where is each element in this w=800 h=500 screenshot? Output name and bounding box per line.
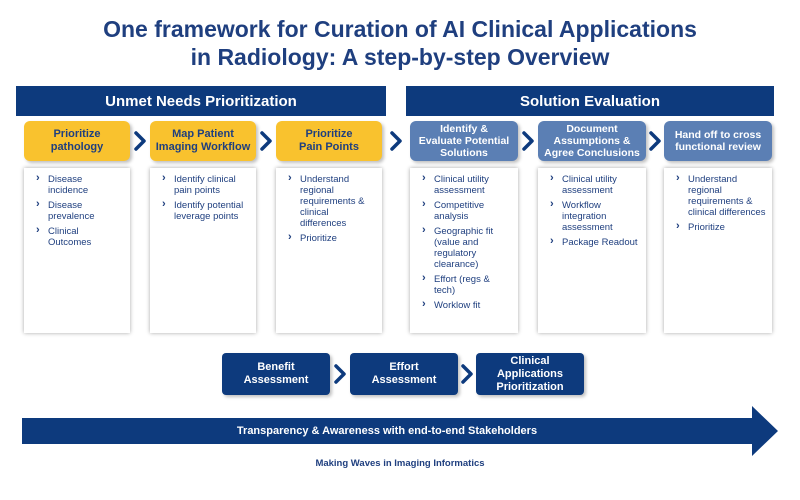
bullet-list: Clinical utility assessment Competitive … <box>410 168 518 311</box>
list-item: Disease prevalence <box>36 199 124 222</box>
card-prioritize-pain-points: Understand regional requirements & clini… <box>276 168 382 333</box>
list-item: Identify potential leverage points <box>162 199 250 222</box>
page-title-line-1: One framework for Curation of AI Clinica… <box>103 16 697 42</box>
arrow-label: Transparency & Awareness with end-to-end… <box>236 425 538 437</box>
chevron-right-icon <box>133 130 147 152</box>
list-item: Clinical utility assessment <box>550 173 640 196</box>
list-item: Understand regional requirements & clini… <box>288 173 376 229</box>
step-label-line: Assessment <box>243 374 309 386</box>
list-item: Geographic fit (value and regulatory cle… <box>422 225 512 270</box>
footer-text: Making Waves in Imaging Informatics <box>315 458 485 469</box>
card-document-assumptions: Clinical utility assessment Workflow int… <box>538 168 646 333</box>
step-label-line: Map Patient <box>172 128 234 140</box>
bullet-list: Identify clinical pain points Identify p… <box>150 168 256 222</box>
bullet-list: Understand regional requirements & clini… <box>664 168 772 233</box>
step-label-line: Identify & <box>440 123 488 135</box>
step-label-line: Benefit <box>257 361 295 373</box>
step-label-line: Assumptions & <box>553 135 631 147</box>
chevron-right-icon <box>460 362 474 386</box>
step-label-line: Prioritization <box>496 380 564 393</box>
step-label-line: Pain Points <box>299 141 359 153</box>
card-identify-evaluate-solutions: Clinical utility assessment Competitive … <box>410 168 518 333</box>
list-item: Clinical utility assessment <box>422 173 512 196</box>
bullet-list: Clinical utility assessment Workflow int… <box>538 168 646 248</box>
step-label-line: Solutions <box>440 147 488 159</box>
list-item: Worklow fit <box>422 299 512 311</box>
chevron-right-icon <box>521 130 535 152</box>
banner-unmet-needs: Unmet Needs Prioritization <box>16 86 386 116</box>
step-label-line: Applications <box>496 367 563 380</box>
page-title-line-2: in Radiology: A step-by-step Overview <box>190 44 610 70</box>
list-item: Workflow integration assessment <box>550 199 640 233</box>
step-label-line: Agree Conclusions <box>544 147 640 159</box>
step-label-line: pathology <box>50 141 104 153</box>
list-item: Effort (regs & tech) <box>422 273 512 296</box>
step-label-line: Evaluate Potential <box>418 135 510 147</box>
bullet-list: Disease incidence Disease prevalence Cli… <box>24 168 130 248</box>
list-item: Disease incidence <box>36 173 124 196</box>
list-item: Clinical Outcomes <box>36 225 124 248</box>
list-item: Identify clinical pain points <box>162 173 250 196</box>
bullet-list: Understand regional requirements & clini… <box>276 168 382 244</box>
step-label-line: functional review <box>675 141 761 153</box>
step-label-line: Prioritize <box>53 128 101 140</box>
step-label-line: Imaging Workflow <box>155 141 251 153</box>
card-hand-off-review: Understand regional requirements & clini… <box>664 168 772 333</box>
step-label-line: Clinical <box>510 354 550 367</box>
chevron-right-icon <box>333 362 347 386</box>
banner-solution-evaluation: Solution Evaluation <box>406 86 774 116</box>
list-item: Understand regional requirements & clini… <box>676 173 766 218</box>
step-label-line: Effort <box>389 361 419 373</box>
list-item: Competitive analysis <box>422 199 512 222</box>
step-label-line: Prioritize <box>305 128 353 140</box>
list-item: Package Readout <box>550 236 640 248</box>
card-map-patient-imaging-workflow: Identify clinical pain points Identify p… <box>150 168 256 333</box>
chevron-right-icon <box>259 130 273 152</box>
arrow-shape <box>22 406 778 456</box>
chevron-right-icon <box>389 130 403 152</box>
step-label-line: Assessment <box>371 374 437 386</box>
chevron-right-icon <box>648 130 662 152</box>
transparency-arrow <box>22 406 778 456</box>
step-label-line: Document <box>566 123 618 135</box>
list-item: Prioritize <box>288 232 376 244</box>
step-label-line: Hand off to cross <box>674 129 762 141</box>
list-item: Prioritize <box>676 221 766 233</box>
card-prioritize-pathology: Disease incidence Disease prevalence Cli… <box>24 168 130 333</box>
